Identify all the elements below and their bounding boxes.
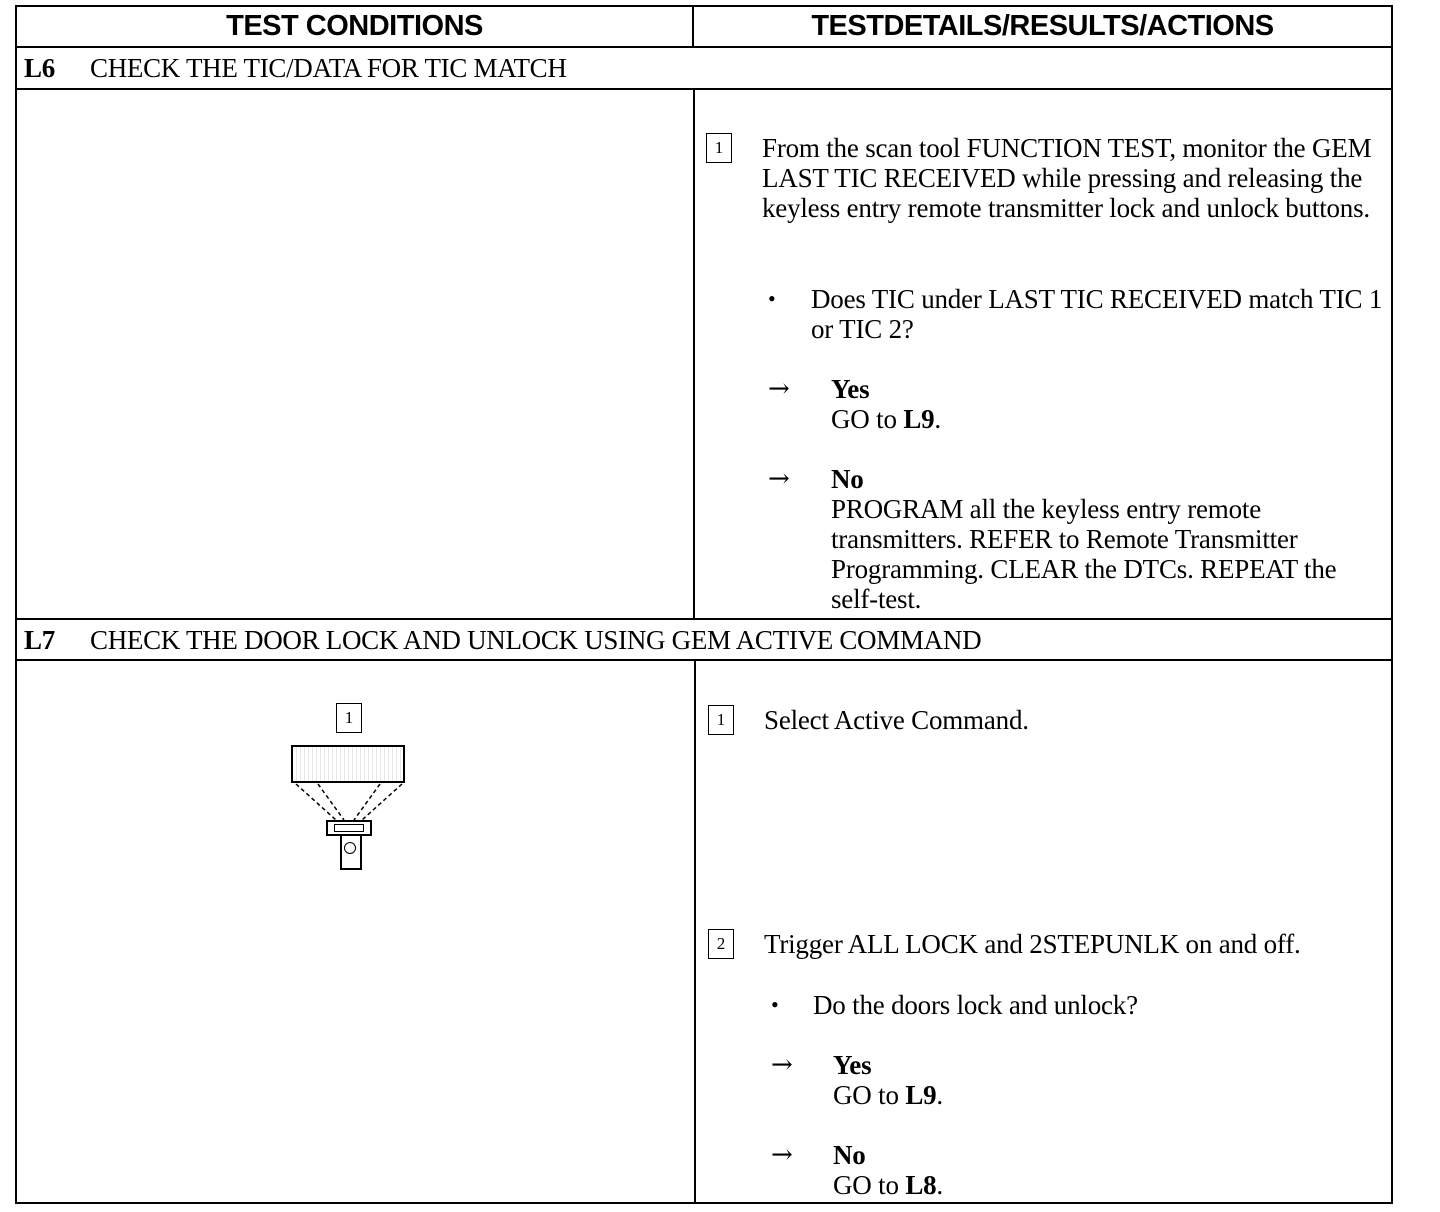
yes-label: Yes — [831, 374, 870, 404]
table-border-top — [15, 5, 1393, 7]
table-border-right — [1391, 5, 1393, 1204]
l6-title-divider — [15, 88, 1393, 90]
step-question: Do the doors lock and unlock? — [813, 990, 1138, 1020]
l7-title-divider — [15, 659, 1393, 661]
arrow-right-icon: → — [768, 464, 790, 494]
step-instruction: Trigger ALL LOCK and 2STEPUNLK on and of… — [764, 929, 1301, 959]
no-action: GO to L8. — [833, 1170, 943, 1200]
step-instruction: Select Active Command. — [764, 705, 1029, 735]
header-test-details: TESTDETAILS/RESULTS/ACTIONS — [811, 10, 1274, 42]
step-question: Does TIC under LAST TIC RECEIVED match T… — [811, 284, 1383, 344]
arrow-right-icon: → — [768, 374, 790, 404]
scan-tool-connector-inner — [334, 824, 364, 832]
column-divider-header — [692, 5, 694, 48]
section-title-l7: L7 CHECK THE DOOR LOCK AND UNLOCK USING G… — [24, 620, 982, 660]
bullet-icon: • — [771, 992, 779, 1017]
l7-title-top-divider — [15, 618, 1393, 620]
step-number-box: 1 — [708, 705, 734, 735]
illustration-step-box: 1 — [336, 703, 362, 733]
step-number-box: 1 — [706, 133, 732, 163]
yes-action: GO to L9. — [831, 404, 941, 434]
step-number-box: 2 — [708, 929, 734, 959]
arrow-right-icon: → — [771, 1050, 793, 1080]
yes-result: Yes GO to L9. — [831, 374, 1371, 434]
column-divider-l7 — [694, 659, 696, 1204]
table-border-bottom — [15, 1202, 1393, 1204]
scan-tool-screen — [291, 745, 405, 783]
no-result: No GO to L8. — [833, 1140, 1373, 1200]
section-title-l6: L6 CHECK THE TIC/DATA FOR TIC MATCH — [24, 48, 567, 88]
arrow-right-icon: → — [771, 1140, 793, 1170]
section-id: L6 — [24, 53, 55, 83]
no-result: No PROGRAM all the keyless entry remote … — [831, 464, 1371, 614]
section-id: L7 — [24, 625, 55, 655]
no-label: No — [831, 464, 864, 494]
section-title-text: CHECK THE DOOR LOCK AND UNLOCK USING GEM… — [90, 625, 982, 655]
step-instruction: From the scan tool FUNCTION TEST, monito… — [762, 133, 1372, 223]
table-border-left — [15, 5, 17, 1204]
yes-action: GO to L9. — [833, 1080, 943, 1110]
yes-result: Yes GO to L9. — [833, 1050, 1373, 1110]
yes-label: Yes — [833, 1050, 872, 1080]
no-label: No — [833, 1140, 866, 1170]
header-test-conditions: TEST CONDITIONS — [226, 10, 483, 42]
bullet-icon: • — [768, 286, 776, 311]
section-title-text: CHECK THE TIC/DATA FOR TIC MATCH — [90, 53, 567, 83]
header-divider — [15, 46, 1393, 48]
column-divider-l6 — [693, 88, 695, 620]
scan-tool-lens — [344, 842, 356, 854]
no-action: PROGRAM all the keyless entry remote tra… — [831, 494, 1337, 614]
